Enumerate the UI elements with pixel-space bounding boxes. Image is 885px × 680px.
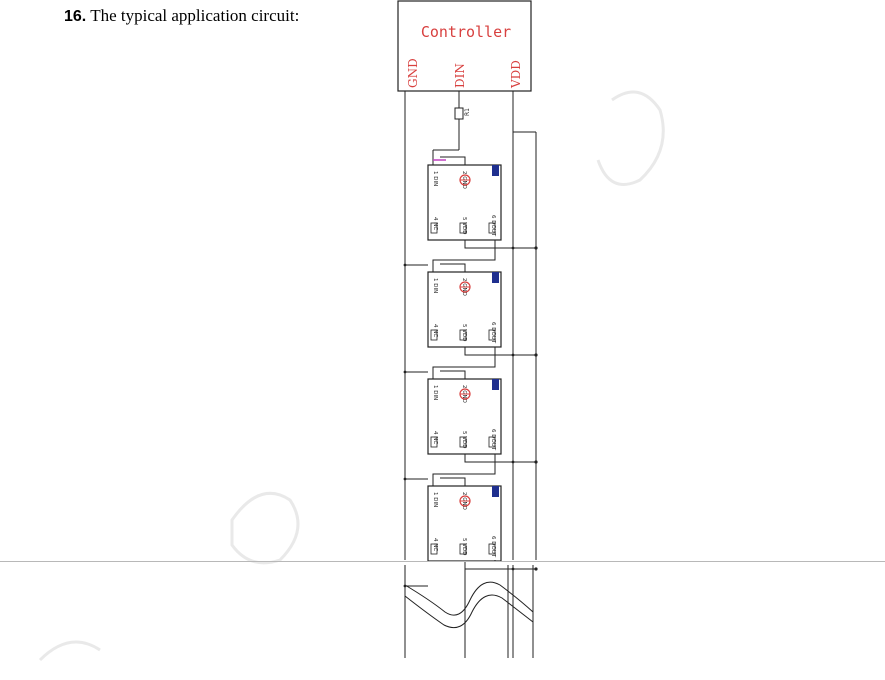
page-break-line xyxy=(0,561,885,562)
pin3-marker xyxy=(492,486,499,497)
bus-wires xyxy=(404,91,537,560)
pin4-label: 4 NC xyxy=(432,431,438,444)
watermark xyxy=(38,90,665,662)
resistor-r1: R1 xyxy=(454,91,471,120)
pin3-marker xyxy=(492,379,499,390)
pin5-label: 5 VDD xyxy=(461,431,467,448)
break-wave-bottom xyxy=(404,594,534,629)
vdd-pin-label: VDD xyxy=(509,60,523,89)
pin6-label: 6 DOUT xyxy=(490,322,496,344)
controller-block: Controller GND DIN VDD xyxy=(397,0,532,92)
pin6-label: 6 DOUT xyxy=(490,215,496,237)
resistor-label: R1 xyxy=(464,108,471,116)
pin6-label: 6 DOUT xyxy=(490,429,496,451)
pin5-label: 5 VDD xyxy=(461,217,467,234)
pin4-label: 4 NC xyxy=(432,538,438,551)
pin4-label: 4 NC xyxy=(432,324,438,337)
pin3-marker xyxy=(492,272,499,283)
continuation-wires xyxy=(404,565,534,658)
break-wave-top xyxy=(404,581,534,616)
pin1-label: 1 DIN xyxy=(432,171,438,186)
controller-box xyxy=(397,0,532,92)
controller-label: Controller xyxy=(421,23,511,41)
pin5-label: 5 VDD xyxy=(461,538,467,555)
pin4-label: 4 NC xyxy=(432,217,438,230)
section-title: The typical application circuit: xyxy=(86,6,300,25)
din-pin-label: DIN xyxy=(453,63,467,88)
gnd-pin-label: GND xyxy=(406,58,420,88)
section-number: 16. xyxy=(64,8,87,25)
pin1-label: 1 DIN xyxy=(432,278,438,293)
pin6-label: 6 DOUT xyxy=(490,536,496,558)
pin1-label: 1 DIN xyxy=(432,492,438,507)
pin1-label: 1 DIN xyxy=(432,385,438,400)
pin5-label: 5 VDD xyxy=(461,324,467,341)
section-heading: 16. The typical application circuit: xyxy=(64,6,299,26)
pin3-marker xyxy=(492,165,499,176)
